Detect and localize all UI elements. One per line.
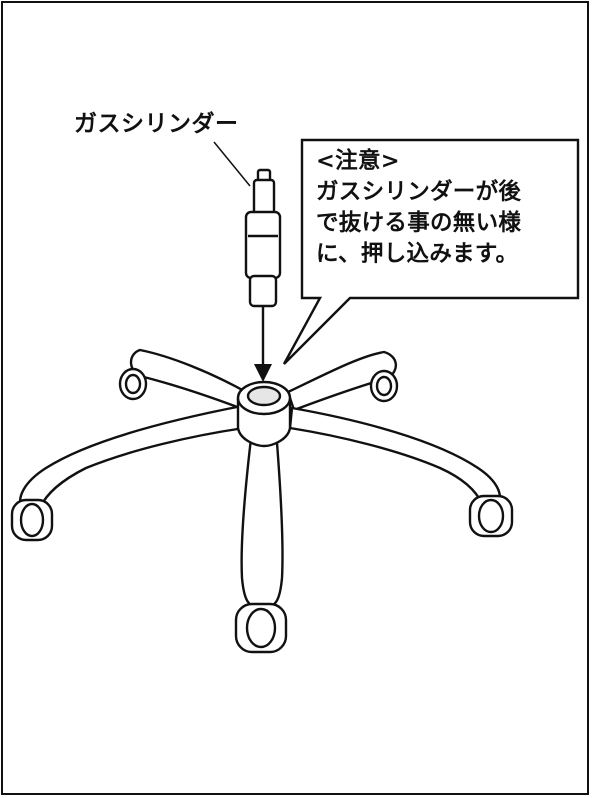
caution-heading: <注意>: [316, 148, 400, 174]
back-left-leg: [118, 348, 248, 410]
caution-note: <注意> ガスシリンダーが後 で抜ける事の無い様 に、押し込みます。: [316, 146, 576, 270]
base-hub: [236, 380, 292, 448]
insert-arrow: [254, 306, 272, 382]
caution-text-line: に、押し込みます。: [316, 241, 519, 267]
caution-text-line: ガスシリンダーが後: [316, 179, 522, 205]
gas-cylinder-label: ガスシリンダー: [74, 111, 239, 137]
gas-cylinder: [244, 168, 282, 308]
front-leg: [234, 428, 288, 654]
back-right-leg: [286, 350, 399, 412]
chair-base: [10, 348, 514, 654]
caution-callout: [282, 138, 580, 365]
front-left-leg: [10, 404, 246, 542]
front-right-leg: [288, 406, 514, 538]
caution-text-line: で抜ける事の無い様: [316, 210, 522, 236]
leader-line: [213, 141, 251, 187]
